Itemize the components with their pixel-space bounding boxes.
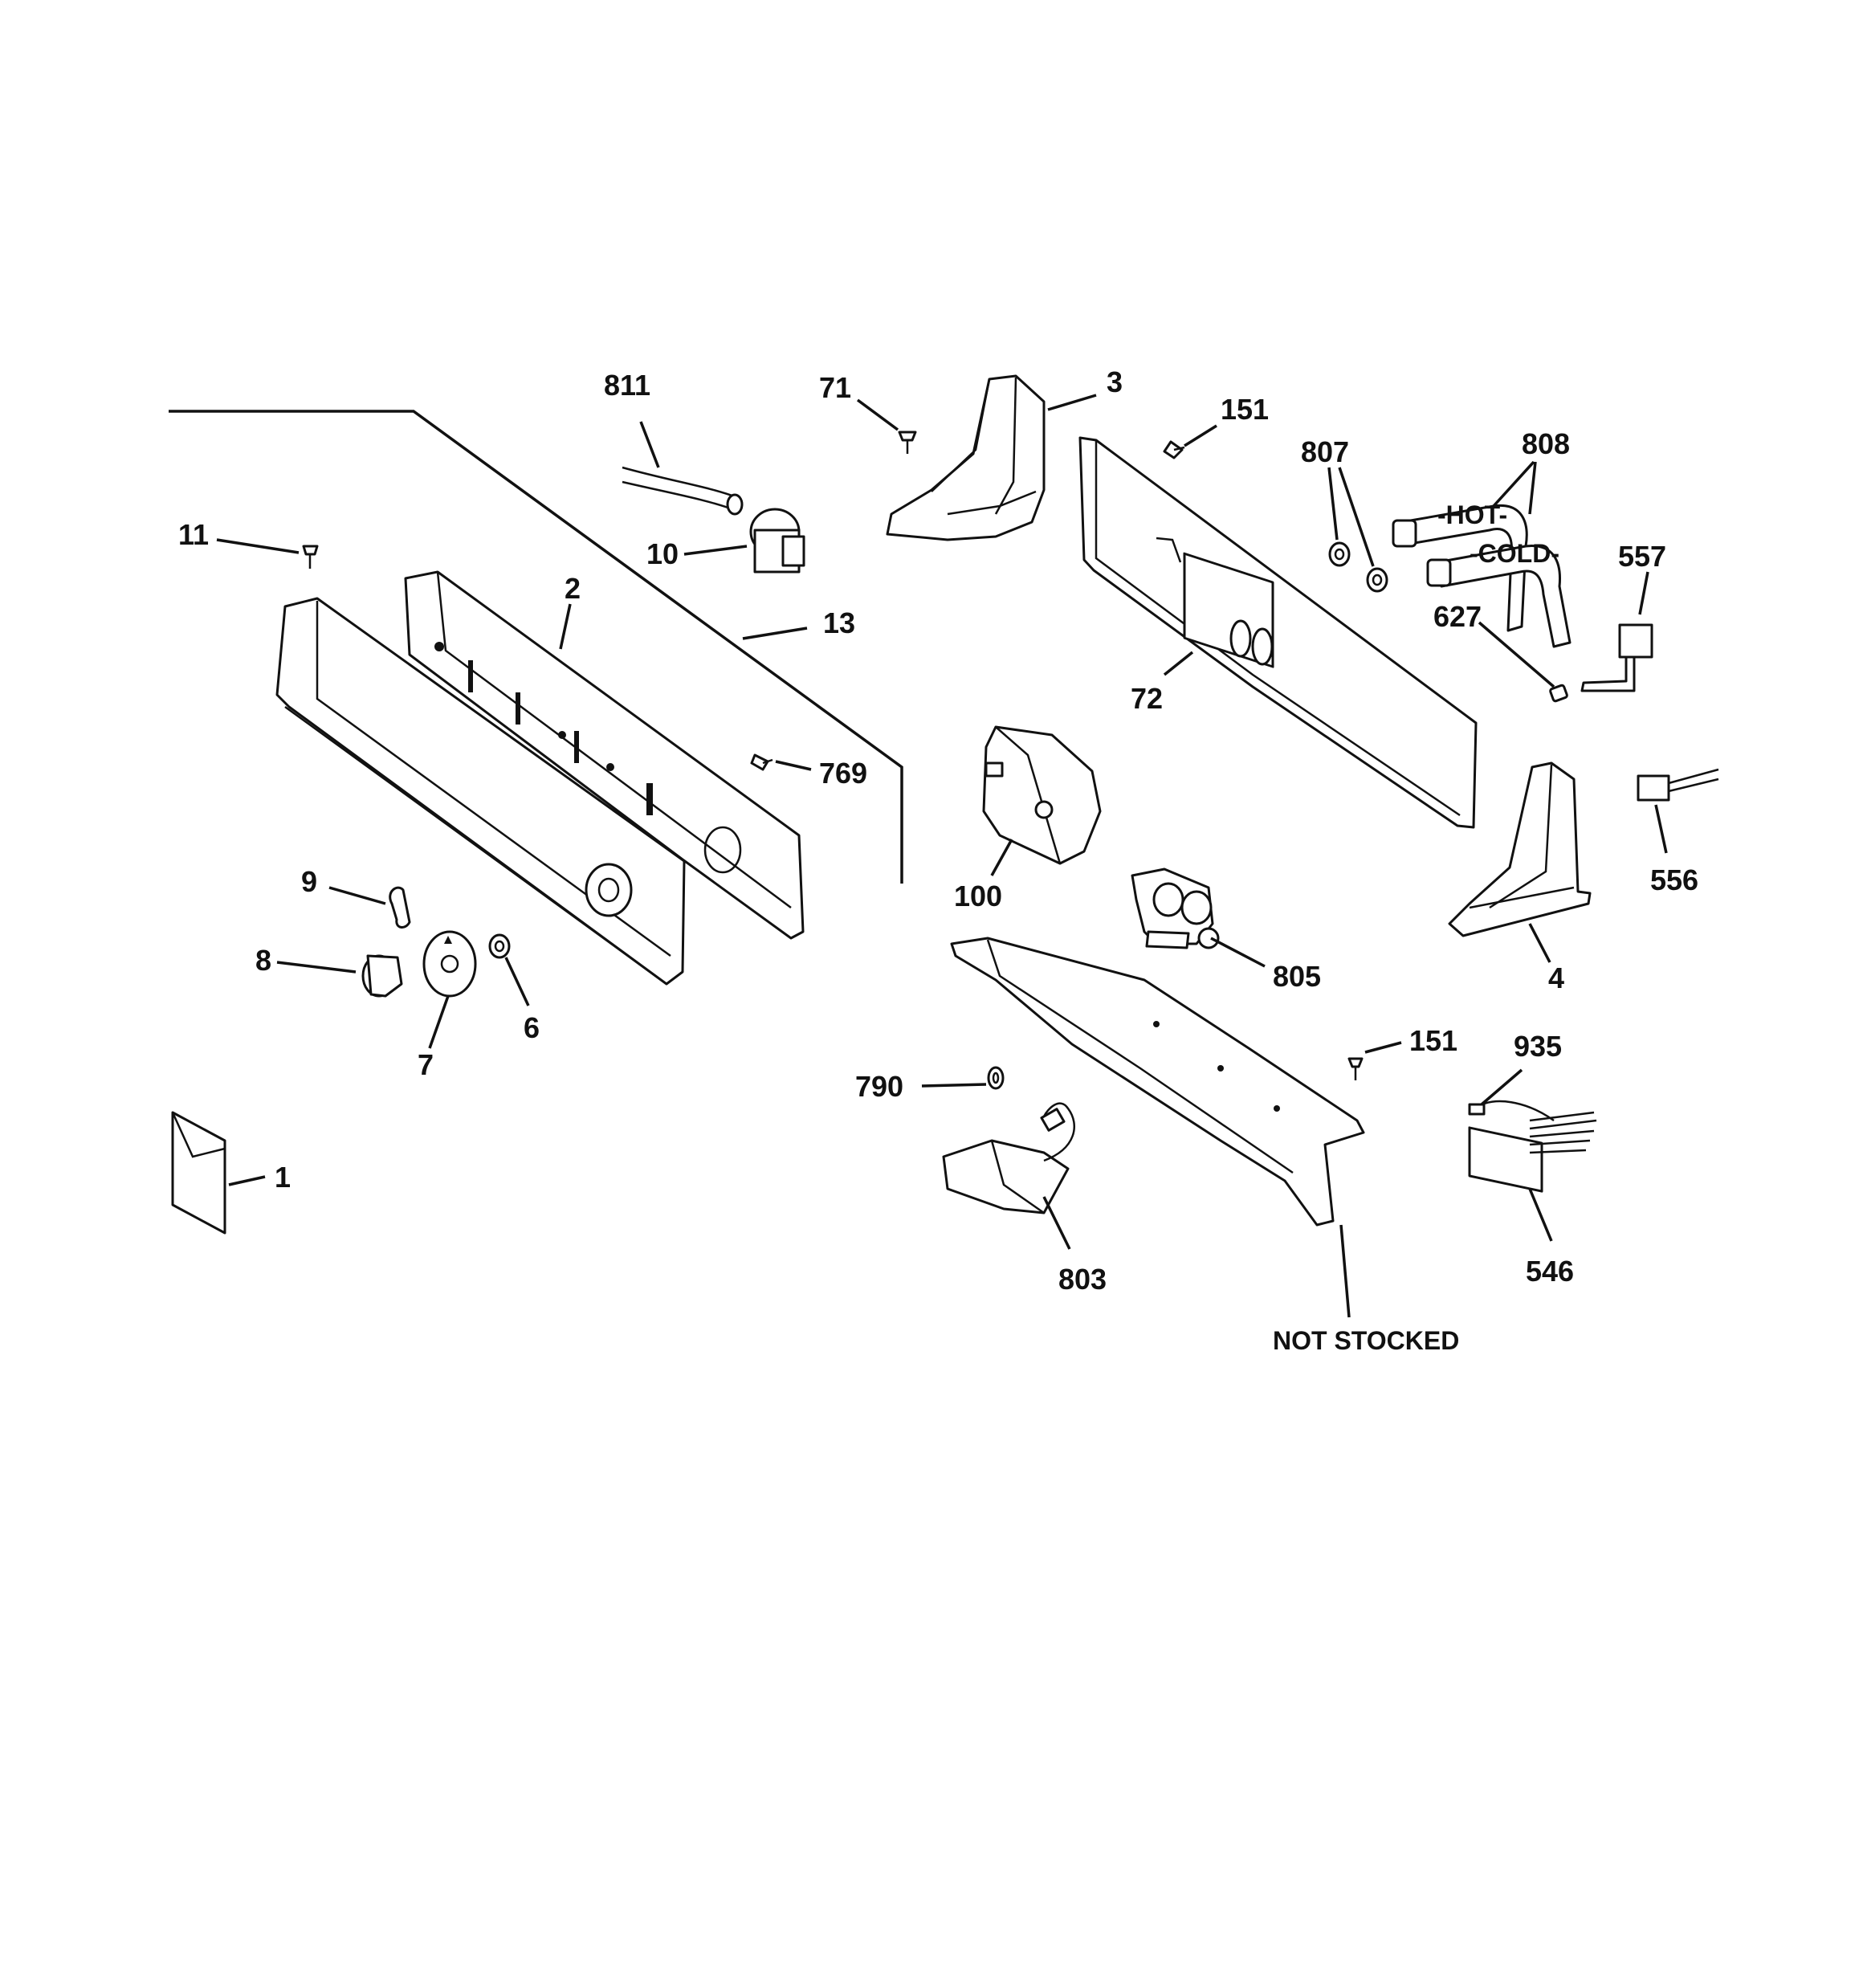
part-9-clip xyxy=(389,886,411,929)
part-71-screw xyxy=(898,431,917,454)
label-151-bottom: 151 xyxy=(1409,1024,1457,1057)
label-not-stocked: NOT STOCKED xyxy=(1273,1326,1459,1355)
part-11-screw xyxy=(302,545,319,569)
label-769: 769 xyxy=(819,757,867,790)
part-790-clamp xyxy=(987,1066,1005,1090)
part-100-timer xyxy=(982,725,1102,865)
label-11: 11 xyxy=(178,518,209,551)
leader-lines xyxy=(216,394,1668,1318)
label-100: 100 xyxy=(954,880,1002,912)
label-807: 807 xyxy=(1301,435,1349,468)
part-805-water-valve xyxy=(1131,867,1220,949)
part-8-knob xyxy=(361,954,403,998)
label-13: 13 xyxy=(823,606,855,639)
label-546: 546 xyxy=(1526,1255,1574,1288)
label-8: 8 xyxy=(255,944,271,977)
part-13-front-panel xyxy=(275,597,686,986)
part-7-dial xyxy=(422,930,477,998)
part-151-screw-top xyxy=(1163,440,1185,459)
label-6: 6 xyxy=(524,1011,540,1044)
part-6-nut xyxy=(488,933,511,959)
label-3: 3 xyxy=(1107,365,1123,398)
label-811: 811 xyxy=(604,369,650,402)
label-556: 556 xyxy=(1650,863,1698,896)
part-811-hose xyxy=(622,466,744,516)
part-2-control-frame xyxy=(404,570,805,940)
label-7: 7 xyxy=(418,1048,434,1081)
part-151-screw-bottom xyxy=(1347,1057,1364,1080)
part-803-bracket xyxy=(942,1102,1075,1214)
part-556-connector xyxy=(1637,768,1719,802)
label-151-top: 151 xyxy=(1221,393,1269,426)
label-935: 935 xyxy=(1514,1030,1562,1063)
label-10: 10 xyxy=(646,537,679,570)
part-769-screw xyxy=(750,753,773,771)
label-790: 790 xyxy=(855,1070,903,1103)
part-3-end-cap-left xyxy=(886,374,1046,541)
part-4-end-cap-right xyxy=(1448,761,1592,937)
part-labels: 811 71 3 151 807 808 11 10 2 13 557 627 … xyxy=(178,365,1698,1355)
label-808: 808 xyxy=(1522,427,1570,460)
part-72-backsplash xyxy=(1078,436,1478,829)
part-807-washers xyxy=(1328,541,1388,593)
label-627: 627 xyxy=(1433,600,1482,633)
part-546-wire-harness xyxy=(1468,1100,1597,1193)
part-1-literature-envelope xyxy=(171,1111,226,1235)
hose-cold-mark: -COLD- xyxy=(1470,539,1559,568)
part-808-fill-hoses: -HOT- -COLD- xyxy=(1392,500,1572,648)
label-71: 71 xyxy=(819,371,851,404)
label-72: 72 xyxy=(1131,682,1163,715)
label-805: 805 xyxy=(1273,960,1321,993)
assembly-13-bracket-line xyxy=(169,410,903,884)
part-557-switch xyxy=(1580,623,1653,692)
part-not-stocked-rail xyxy=(950,937,1365,1227)
label-557: 557 xyxy=(1618,540,1666,573)
label-4: 4 xyxy=(1548,961,1564,994)
label-9: 9 xyxy=(301,865,317,898)
label-2: 2 xyxy=(565,572,581,605)
label-803: 803 xyxy=(1058,1263,1107,1296)
part-10-pressure-switch xyxy=(749,508,805,574)
part-627-clip xyxy=(1549,684,1568,703)
label-1: 1 xyxy=(275,1161,291,1194)
hose-hot-mark: -HOT- xyxy=(1437,500,1507,529)
